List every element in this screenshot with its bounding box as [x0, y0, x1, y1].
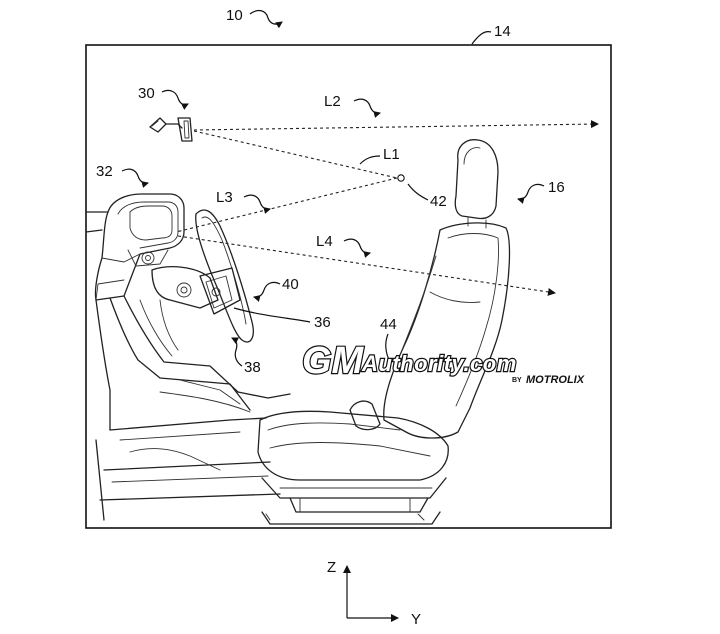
watermark-authority: Authority.com: [361, 351, 517, 376]
label-l2: L2: [324, 93, 341, 110]
driver-seat: [257, 139, 511, 525]
leader-30: [161, 89, 189, 110]
label-38: 38: [244, 359, 261, 376]
leader-44: [385, 333, 391, 363]
label-l4: L4: [316, 233, 333, 250]
instrument-display: [85, 193, 185, 301]
watermark-by: BY: [512, 377, 522, 384]
leader-l4: [343, 238, 371, 258]
dash-structure: [95, 295, 291, 521]
label-44: 44: [380, 316, 397, 333]
leader-32: [121, 168, 149, 188]
leader-l1: [359, 155, 381, 165]
steering-column: [151, 266, 219, 351]
label-10: 10: [226, 7, 243, 24]
axis-z-label: Z: [327, 559, 336, 576]
leader-14: [471, 31, 492, 45]
axis-indicator: Z Y: [327, 559, 421, 628]
label-36: 36: [314, 314, 331, 331]
leader-l3: [243, 194, 271, 214]
ray-l2: [193, 120, 599, 131]
ray-l1: [193, 130, 398, 179]
leader-36: [233, 307, 311, 323]
label-14: 14: [494, 23, 511, 40]
leader-42: [407, 183, 429, 201]
leader-40: [253, 281, 281, 302]
axis-y-label: Y: [411, 611, 421, 628]
leader-16: [517, 183, 545, 204]
target-point: [397, 174, 405, 182]
label-30: 30: [138, 85, 155, 102]
ray-l3: [175, 177, 398, 233]
camera-device: [149, 117, 193, 142]
label-l1: L1: [383, 146, 400, 163]
leader-l2: [353, 98, 381, 118]
steering-wheel: [195, 209, 254, 343]
label-16: 16: [548, 179, 565, 196]
gmauthority-watermark: GM Authority.com BY MOTROLIX: [301, 339, 585, 386]
watermark-motrolix: MOTROLIX: [526, 374, 585, 386]
label-42: 42: [430, 193, 447, 210]
leader-10: [249, 9, 283, 29]
leader-38: [231, 337, 243, 367]
label-40: 40: [282, 276, 299, 293]
label-l3: L3: [216, 189, 233, 206]
watermark-gm: GM: [302, 340, 365, 382]
label-32: 32: [96, 163, 113, 180]
cabin-frame: [85, 44, 612, 529]
